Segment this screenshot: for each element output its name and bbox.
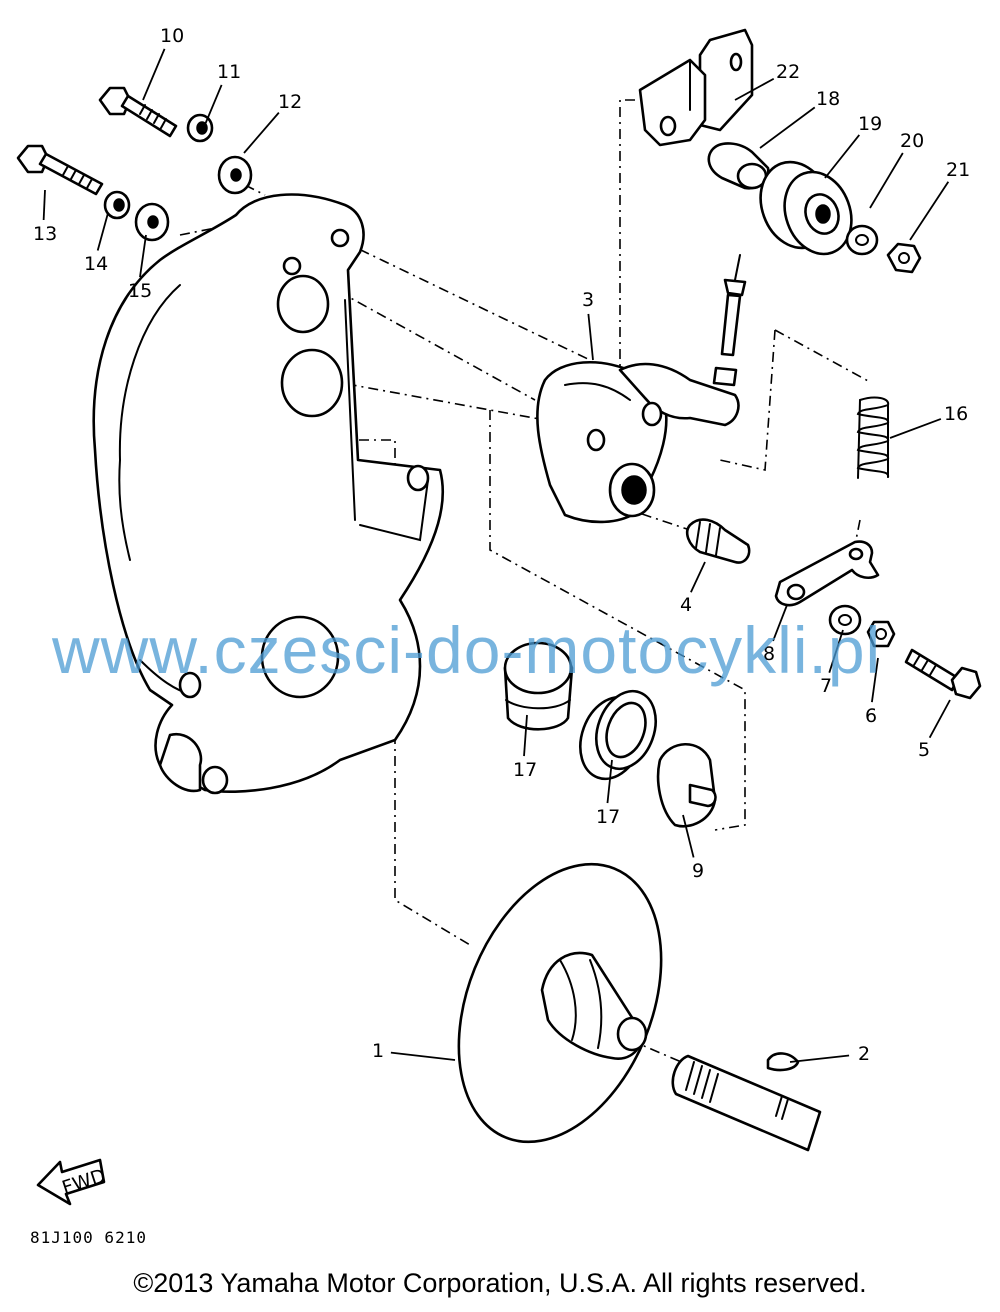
- pin-4: [686, 518, 751, 564]
- part-number-7: 7: [820, 675, 832, 697]
- leader-line-22: [734, 77, 775, 101]
- spring-16: [856, 396, 890, 479]
- part-number-11: 11: [217, 61, 241, 83]
- leader-line-11: [203, 84, 223, 128]
- part-number-17: 17: [513, 759, 537, 781]
- nut-21: [886, 242, 922, 274]
- spring-washer-11: [186, 113, 214, 143]
- shaft: [671, 1054, 822, 1152]
- part-number-21: 21: [946, 159, 970, 181]
- leader-line-5: [928, 699, 951, 739]
- leader-line-4: [690, 561, 706, 593]
- leader-line-14: [96, 212, 109, 251]
- bolt-13: [16, 144, 104, 196]
- copyright-notice: ©2013 Yamaha Motor Corporation, U.S.A. A…: [133, 1268, 867, 1298]
- part-number-6: 6: [865, 705, 877, 727]
- leader-line-16: [889, 418, 942, 439]
- part-number-22: 22: [776, 61, 800, 83]
- cam-9: [656, 743, 717, 828]
- cable-end: [712, 254, 747, 387]
- leader-line-13: [42, 189, 46, 221]
- leader-line-1: [390, 1051, 456, 1061]
- leader-line-9: [682, 814, 695, 858]
- washer-12: [217, 155, 253, 195]
- bracket-22: [638, 28, 754, 147]
- washer-15: [134, 202, 170, 242]
- seal-17: [579, 689, 657, 781]
- roller-19: [759, 160, 853, 256]
- leader-line-2: [789, 1054, 850, 1063]
- leader-line-20: [869, 152, 904, 209]
- mounting-bracket: [92, 193, 445, 795]
- part-number-9: 9: [692, 860, 704, 882]
- bolt-5: [904, 648, 982, 700]
- part-number-5: 5: [918, 739, 930, 761]
- link-plate-8: [774, 540, 880, 607]
- part-number-10: 10: [160, 25, 184, 47]
- leader-line-17: [606, 759, 613, 804]
- nut-6: [866, 620, 896, 648]
- part-number-17: 17: [596, 806, 620, 828]
- bolt-10: [98, 86, 178, 138]
- part-number-3: 3: [582, 289, 594, 311]
- lever-body-3: [536, 360, 740, 524]
- fwd-arrow-icon: FWD: [36, 1158, 108, 1206]
- part-number-19: 19: [858, 113, 882, 135]
- leader-line-6: [871, 657, 879, 703]
- part-number-1: 1: [372, 1040, 384, 1062]
- part-number-4: 4: [680, 594, 692, 616]
- watermark: www.czesci-do-motocykli.pl: [52, 613, 882, 687]
- part-number-14: 14: [84, 253, 108, 275]
- leader-line-19: [824, 134, 860, 179]
- cap-17: [503, 641, 574, 731]
- sheave-1: [457, 862, 663, 1144]
- leader-line-18: [759, 106, 816, 149]
- leader-line-10: [142, 48, 166, 101]
- leader-line-17: [523, 714, 528, 757]
- part-number-18: 18: [816, 88, 840, 110]
- part-number-12: 12: [278, 91, 302, 113]
- leader-line-7: [828, 629, 844, 673]
- diagram-code: 81J100 6210: [30, 1228, 147, 1247]
- collar-18: [707, 142, 770, 190]
- leader-line-15: [139, 234, 147, 278]
- part-number-2: 2: [858, 1043, 870, 1065]
- spring-washer-14: [103, 190, 131, 220]
- washer-20: [845, 224, 879, 256]
- leader-line-12: [243, 112, 280, 154]
- part-number-13: 13: [33, 223, 57, 245]
- leader-line-3: [587, 313, 594, 361]
- part-number-16: 16: [944, 403, 968, 425]
- leader-line-8: [772, 604, 788, 642]
- part-number-15: 15: [128, 280, 152, 302]
- part-number-8: 8: [763, 643, 775, 665]
- washer-7: [828, 604, 862, 636]
- leader-line-21: [909, 181, 950, 241]
- part-number-20: 20: [900, 130, 924, 152]
